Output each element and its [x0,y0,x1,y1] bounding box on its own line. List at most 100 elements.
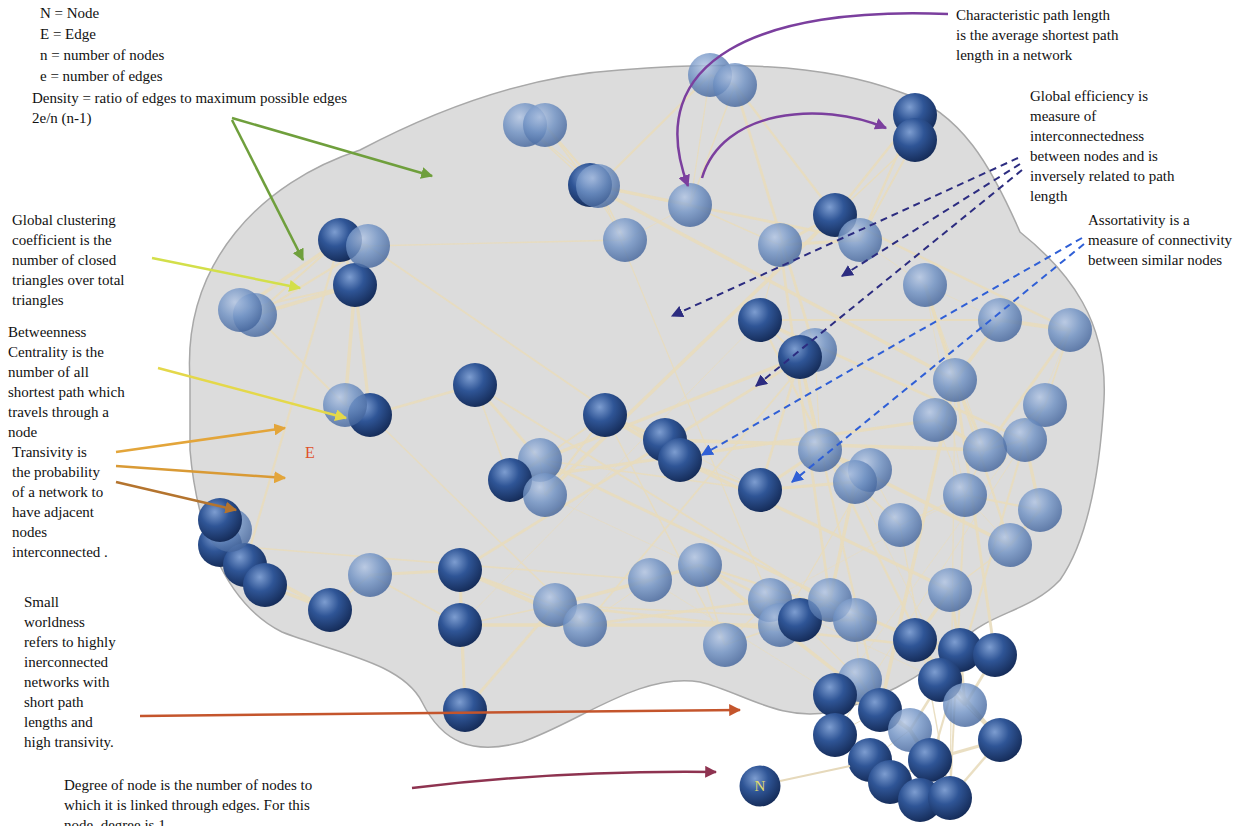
network-mesh [198,53,1092,822]
degree-arrow [412,772,716,788]
network-node-sphere [878,503,922,547]
annotation-text: Transivity is the probability of a netwo… [12,442,108,562]
network-node-sphere [778,335,822,379]
network-edge-line [460,320,760,625]
label-box: Betweenness Centrality is the number of … [8,322,125,442]
annotation-text: Density = ratio of edges to maximum poss… [32,88,367,128]
network-node-sphere [813,673,857,717]
network-node-sphere [833,460,877,504]
network-node-sphere [943,683,987,727]
annotation-text: e = number of edges [40,66,240,86]
annotation-text: E = Edge [40,24,240,44]
network-node-sphere [563,603,607,647]
annotation-text: Assortativity is a measure of connectivi… [1088,210,1236,270]
network-edge-line [368,246,680,460]
annotation-text: Small worldness refers to highly inercon… [24,592,121,752]
annotation-text: n = number of nodes [40,45,240,65]
network-node-sphere [933,358,977,402]
network-edge-line [585,350,815,625]
network-edge-line [460,350,815,570]
network-node-sphere [443,688,487,732]
network-edge-line [735,85,815,350]
network-node-sphere [348,553,392,597]
network-node-sphere [963,428,1007,472]
efficiency-arrow [842,164,1020,276]
density-arrow [232,120,303,260]
network-node-sphere [1048,308,1092,352]
network-node-sphere [523,473,567,517]
network-node-sphere [738,468,782,512]
leader-lines [116,13,1084,788]
network-edge-line [220,545,650,580]
network-edge-line [545,215,835,495]
network-node-sphere [308,588,352,632]
network-node-sphere [323,383,367,427]
network-node-sphere [928,776,972,820]
label-box: Global clustering coefficient is the num… [12,210,130,310]
network-node-sphere [738,298,782,342]
network-node-sphere [453,363,497,407]
network-node-sphere [438,548,482,592]
assortativity-arrow [702,238,1082,455]
annotation-text: N = Node [40,3,240,23]
network-edge-line [598,75,710,186]
network-node-sphere [833,598,877,642]
network-node-sphere [658,438,702,482]
network-node-sphere [973,633,1017,677]
annotation-text: Global efficiency is measure of intercon… [1030,86,1182,206]
path-length-arrow [702,113,886,178]
network-node-sphere [978,718,1022,762]
network-node-sphere [576,164,620,208]
network-node-sphere [603,218,647,262]
efficiency-arrow [756,170,1022,386]
network-node-sphere [913,398,957,442]
network-node-sphere [978,298,1022,342]
density-arrow [232,118,432,176]
label-box: Density = ratio of edges to maximum poss… [32,88,367,128]
annotation-text: Betweenness Centrality is the number of … [8,322,125,442]
brain-outline [189,65,1104,747]
node-text-wrap: N [739,777,781,795]
transitivity-arrow [116,428,285,452]
network-node-sphere [668,183,712,227]
network-node-sphere [628,558,672,602]
annotation-text: Degree of node is the number of nodes to… [64,775,329,826]
network-node-sphere [523,103,567,147]
network-node-sphere [346,224,390,268]
network-edge-line [368,240,625,246]
annotation-text: Global clustering coefficient is the num… [12,210,130,310]
label-box: e = number of edges [40,66,240,86]
network-node-sphere [713,63,757,107]
node-letter: N [739,777,781,795]
small-world-arrow [140,710,740,716]
network-node-sphere [943,473,987,517]
network-node-sphere [703,623,747,667]
annotation-text: Characteristic path length is the averag… [956,5,1121,65]
label-box: Characteristic path length is the averag… [956,5,1121,65]
network-node-sphere [928,568,972,612]
network-node-sphere [988,523,1032,567]
label-box: Degree of node is the number of nodes to… [64,775,329,826]
node-circle [740,766,781,807]
betweenness-arrow [158,368,346,418]
efficiency-arrow [672,158,1018,316]
network-edge-line [585,600,770,625]
network-node-sphere [243,563,287,607]
transitivity-arrow [116,482,236,510]
network-node-sphere [1018,488,1062,532]
clustering-arrow [152,258,300,288]
network-edge-line [545,495,940,680]
degree-one-link [780,766,850,781]
network-node-sphere [198,498,242,542]
network-node-sphere [333,263,377,307]
label-box: Assortativity is a measure of connectivi… [1088,210,1236,270]
network-node-sphere [583,393,627,437]
network-edge-line [760,320,940,680]
network-node-sphere [903,263,947,307]
label-box: N = Node [40,3,240,23]
network-node-sphere [893,118,937,162]
label-box: Global efficiency is measure of intercon… [1030,86,1182,206]
assortativity-arrow [792,244,1084,482]
network-node-sphere [678,543,722,587]
